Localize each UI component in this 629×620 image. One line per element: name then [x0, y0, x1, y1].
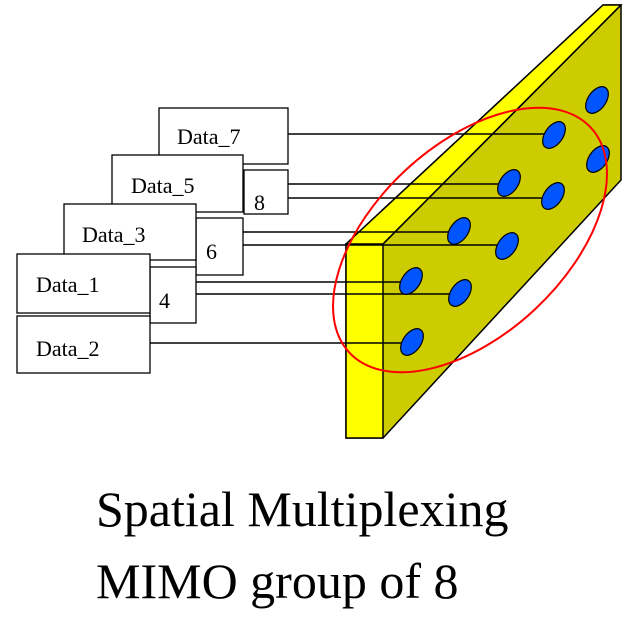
data-box-3-label: Data_3 [82, 222, 146, 247]
antenna-element [541, 182, 565, 210]
data-box-6: 6 [195, 217, 244, 276]
data-box-7-label: Data_7 [177, 124, 241, 149]
data-box-2: Data_2 [16, 315, 151, 374]
antenna-element [497, 169, 521, 197]
data-box-2-label: Data_2 [36, 336, 100, 361]
antenna-panel [344, 4, 623, 439]
data-box-4-label: 4 [159, 288, 170, 313]
data-box-1-label: Data_1 [36, 272, 100, 297]
antenna-element [447, 217, 471, 245]
panel-front-edge [345, 243, 384, 439]
data-box-8-label: 8 [254, 190, 265, 215]
data-box-1: Data_1 [16, 253, 151, 314]
mimo-group-ellipse [332, 106, 608, 374]
antenna-element [400, 328, 424, 356]
antenna-element [542, 121, 566, 149]
data-box-8: 8 [243, 169, 289, 215]
antenna-element [585, 86, 609, 114]
caption-line-1: Spatial Multiplexing [96, 481, 509, 537]
data-box-5-label: Data_5 [131, 173, 195, 198]
data-box-5: Data_5 [111, 154, 244, 213]
data-box-4: 4 [149, 266, 197, 324]
caption-line-2: MIMO group of 8 [96, 553, 459, 609]
data-box-3: Data_3 [63, 203, 197, 261]
antenna-element [495, 232, 519, 260]
antenna-element [448, 279, 472, 307]
data-box-6-label: 6 [206, 239, 217, 264]
antenna-element [399, 267, 423, 295]
antenna-elements [399, 86, 610, 356]
